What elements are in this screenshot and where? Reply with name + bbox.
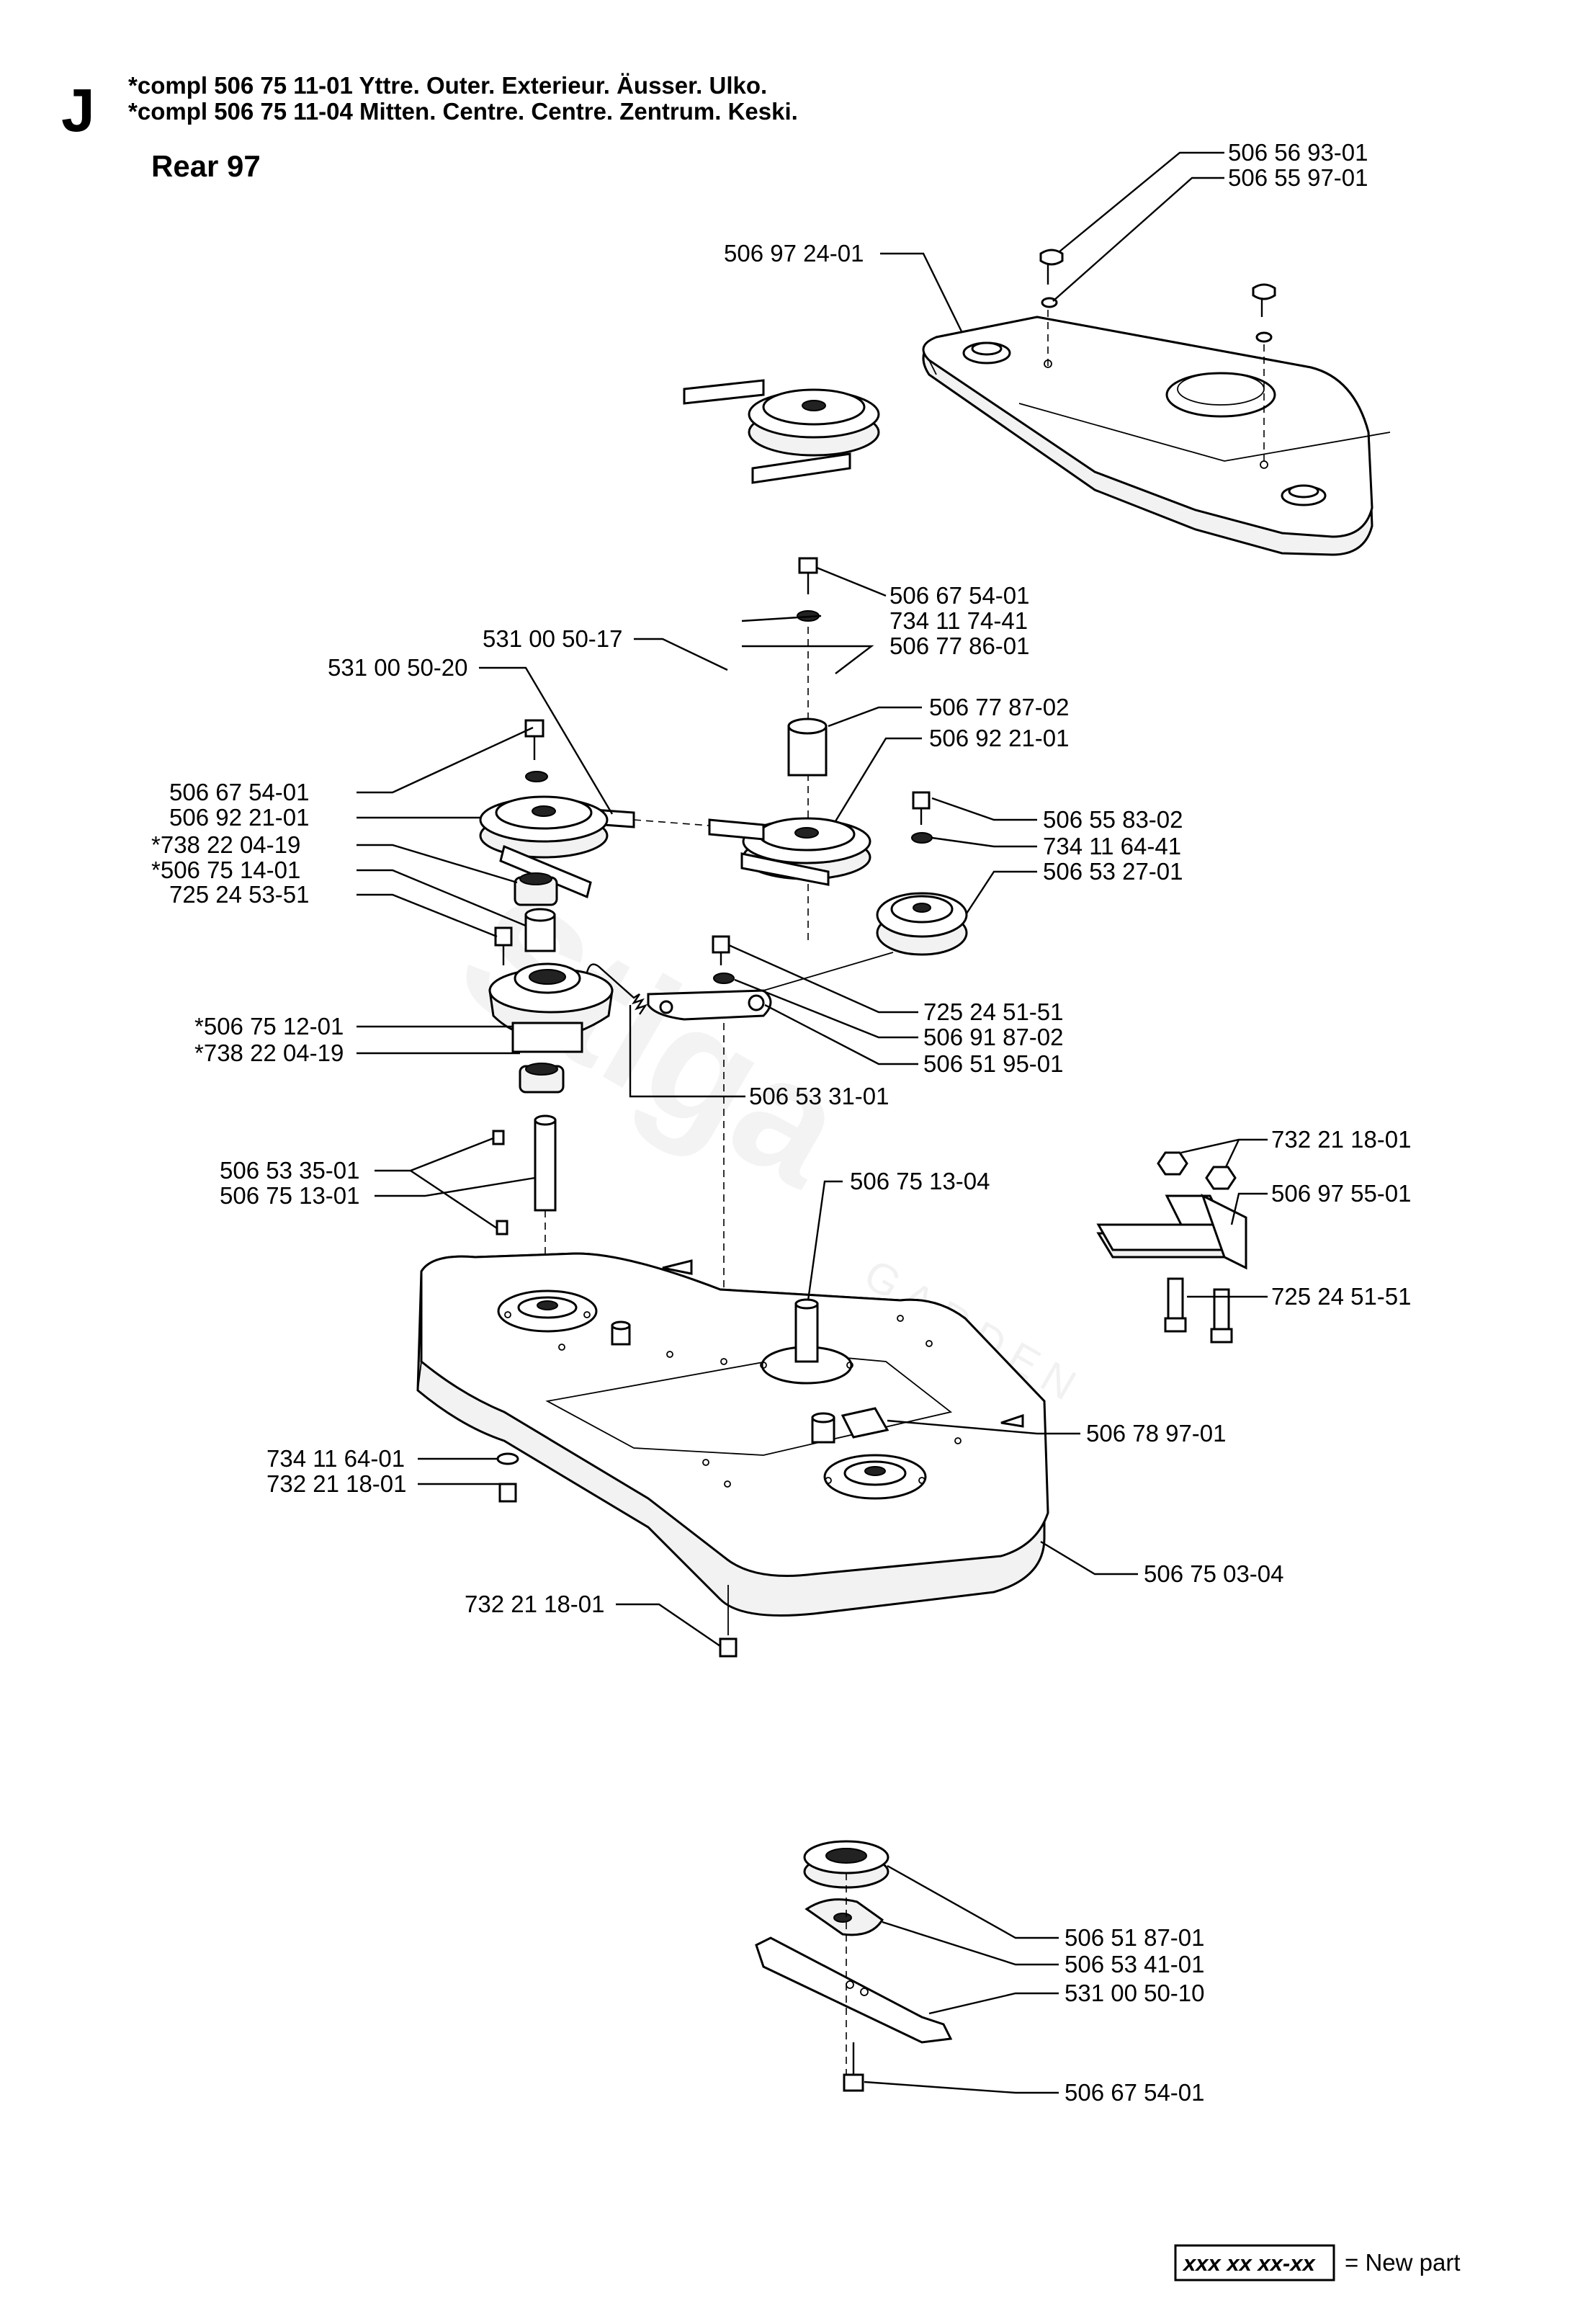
- part-label: 531 00 50-17: [483, 625, 623, 652]
- part-label: 506 55 97-01: [1228, 164, 1368, 191]
- part-label: 506 97 24-01: [724, 240, 864, 267]
- new-part-legend: xxx xx xx-xx = New part: [1174, 2244, 1461, 2281]
- part-label: 506 53 35-01: [220, 1157, 360, 1184]
- leader-lines: [357, 151, 1268, 2094]
- part-label: 732 21 18-01: [1271, 1126, 1412, 1153]
- part-label: 725 24 53-51: [169, 881, 310, 908]
- pulley-assembly-drawing: [479, 379, 968, 1362]
- legend-code-box: [1174, 2244, 1335, 2281]
- part-label: 506 53 41-01: [1065, 1951, 1205, 1977]
- part-label: 506 92 21-01: [169, 804, 310, 831]
- blade-assembly-drawing: [755, 1840, 953, 2092]
- part-label: 506 75 13-01: [220, 1182, 360, 1209]
- section-letter: J: [61, 76, 95, 144]
- part-label: 725 24 51-51: [1271, 1283, 1412, 1310]
- part-label: 506 97 55-01: [1271, 1180, 1412, 1207]
- callout-labels: 506 56 93-01 506 55 97-01 506 97 24-01 5…: [151, 139, 1412, 2106]
- page-subtitle: Rear 97: [151, 149, 261, 183]
- part-label: 506 75 13-04: [850, 1168, 990, 1194]
- part-label: 506 91 87-02: [923, 1024, 1064, 1050]
- part-label: 506 75 03-04: [1144, 1560, 1284, 1587]
- part-label: 506 51 95-01: [923, 1050, 1064, 1077]
- part-label: 732 21 18-01: [465, 1591, 605, 1617]
- part-label: 506 55 83-02: [1043, 806, 1183, 833]
- part-label: 506 77 86-01: [889, 633, 1030, 659]
- part-label: 506 56 93-01: [1228, 139, 1368, 166]
- part-label: 506 67 54-01: [1065, 2079, 1205, 2106]
- cover-plate-drawing: [922, 249, 1391, 556]
- part-label: 506 78 97-01: [1086, 1420, 1227, 1447]
- part-label: *506 75 12-01: [194, 1013, 344, 1040]
- part-label: *738 22 04-19: [151, 831, 300, 858]
- part-label: 506 77 87-02: [929, 694, 1070, 720]
- deck-housing-drawing: [416, 1151, 1247, 1658]
- header-line-outer: *compl 506 75 11-01 Yttre. Outer. Exteri…: [128, 72, 767, 99]
- header: J *compl 506 75 11-01 Yttre. Outer. Exte…: [61, 72, 798, 183]
- part-label: 506 53 31-01: [749, 1083, 889, 1109]
- part-label: 531 00 50-20: [328, 654, 468, 681]
- part-label: 725 24 51-51: [923, 998, 1064, 1025]
- part-label: 734 11 64-01: [266, 1445, 405, 1472]
- part-label: 506 53 27-01: [1043, 858, 1183, 885]
- part-label: 506 67 54-01: [169, 779, 310, 805]
- svg-text:Stiga: Stiga: [431, 858, 876, 1222]
- part-label: *506 75 14-01: [151, 857, 300, 883]
- part-label: 506 92 21-01: [929, 725, 1070, 751]
- part-label: 734 11 74-41: [889, 607, 1028, 634]
- part-label: 506 51 87-01: [1065, 1924, 1205, 1951]
- part-label: 531 00 50-10: [1065, 1980, 1205, 2006]
- legend-code: xxx xx xx-xx: [1182, 2251, 1316, 2276]
- part-label: 734 11 64-41: [1043, 833, 1181, 859]
- part-label: 732 21 18-01: [266, 1470, 407, 1497]
- header-line-centre: *compl 506 75 11-04 Mitten. Centre. Cent…: [128, 98, 798, 125]
- part-label: *738 22 04-19: [194, 1040, 344, 1066]
- part-label: 506 67 54-01: [889, 582, 1030, 609]
- legend-text: = New part: [1345, 2249, 1461, 2276]
